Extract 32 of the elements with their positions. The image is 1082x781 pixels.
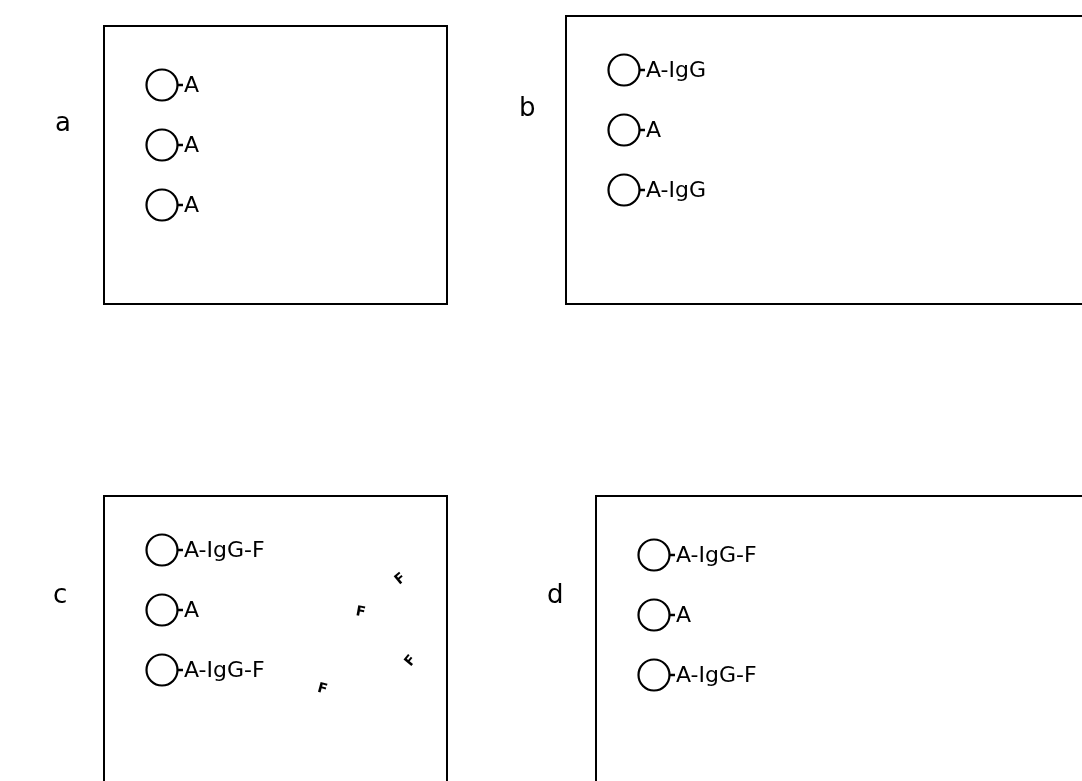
conjugate-label: A-IgG-F bbox=[676, 662, 757, 688]
bead-circle bbox=[145, 187, 183, 223]
conjugate-label: A bbox=[184, 132, 200, 158]
conjugate-label: A-IgG-F bbox=[184, 657, 265, 683]
bead-circle bbox=[145, 532, 183, 568]
free-label-letter: F bbox=[354, 602, 367, 620]
conjugate-label: A bbox=[184, 72, 200, 98]
conjugate-label: A-IgG bbox=[646, 177, 706, 203]
conjugate-label: A-IgG-F bbox=[184, 537, 265, 563]
conjugate-label: A-IgG-F bbox=[676, 542, 757, 568]
conjugate-label: A bbox=[184, 192, 200, 218]
panel-letter: b bbox=[519, 92, 536, 122]
bead-circle bbox=[637, 537, 675, 573]
bead-circle bbox=[637, 657, 675, 693]
bead-circle bbox=[145, 127, 183, 163]
bead-circle bbox=[607, 52, 645, 88]
bead-circle bbox=[145, 67, 183, 103]
bead-circle bbox=[607, 112, 645, 148]
panel-letter: d bbox=[547, 579, 564, 609]
free-label-letter: F bbox=[316, 679, 330, 697]
bead-circle bbox=[145, 652, 183, 688]
free-label-letter: F bbox=[391, 568, 409, 588]
bead-circle bbox=[145, 592, 183, 628]
panel-letter: a bbox=[55, 107, 71, 137]
bead-circle bbox=[637, 597, 675, 633]
bead-circle bbox=[607, 172, 645, 208]
conjugate-label: A bbox=[676, 602, 692, 628]
panel-letter: c bbox=[53, 579, 68, 609]
conjugate-label: A bbox=[184, 597, 200, 623]
conjugate-label: A bbox=[646, 117, 662, 143]
free-label-letter: F bbox=[400, 651, 419, 669]
conjugate-label: A-IgG bbox=[646, 57, 706, 83]
